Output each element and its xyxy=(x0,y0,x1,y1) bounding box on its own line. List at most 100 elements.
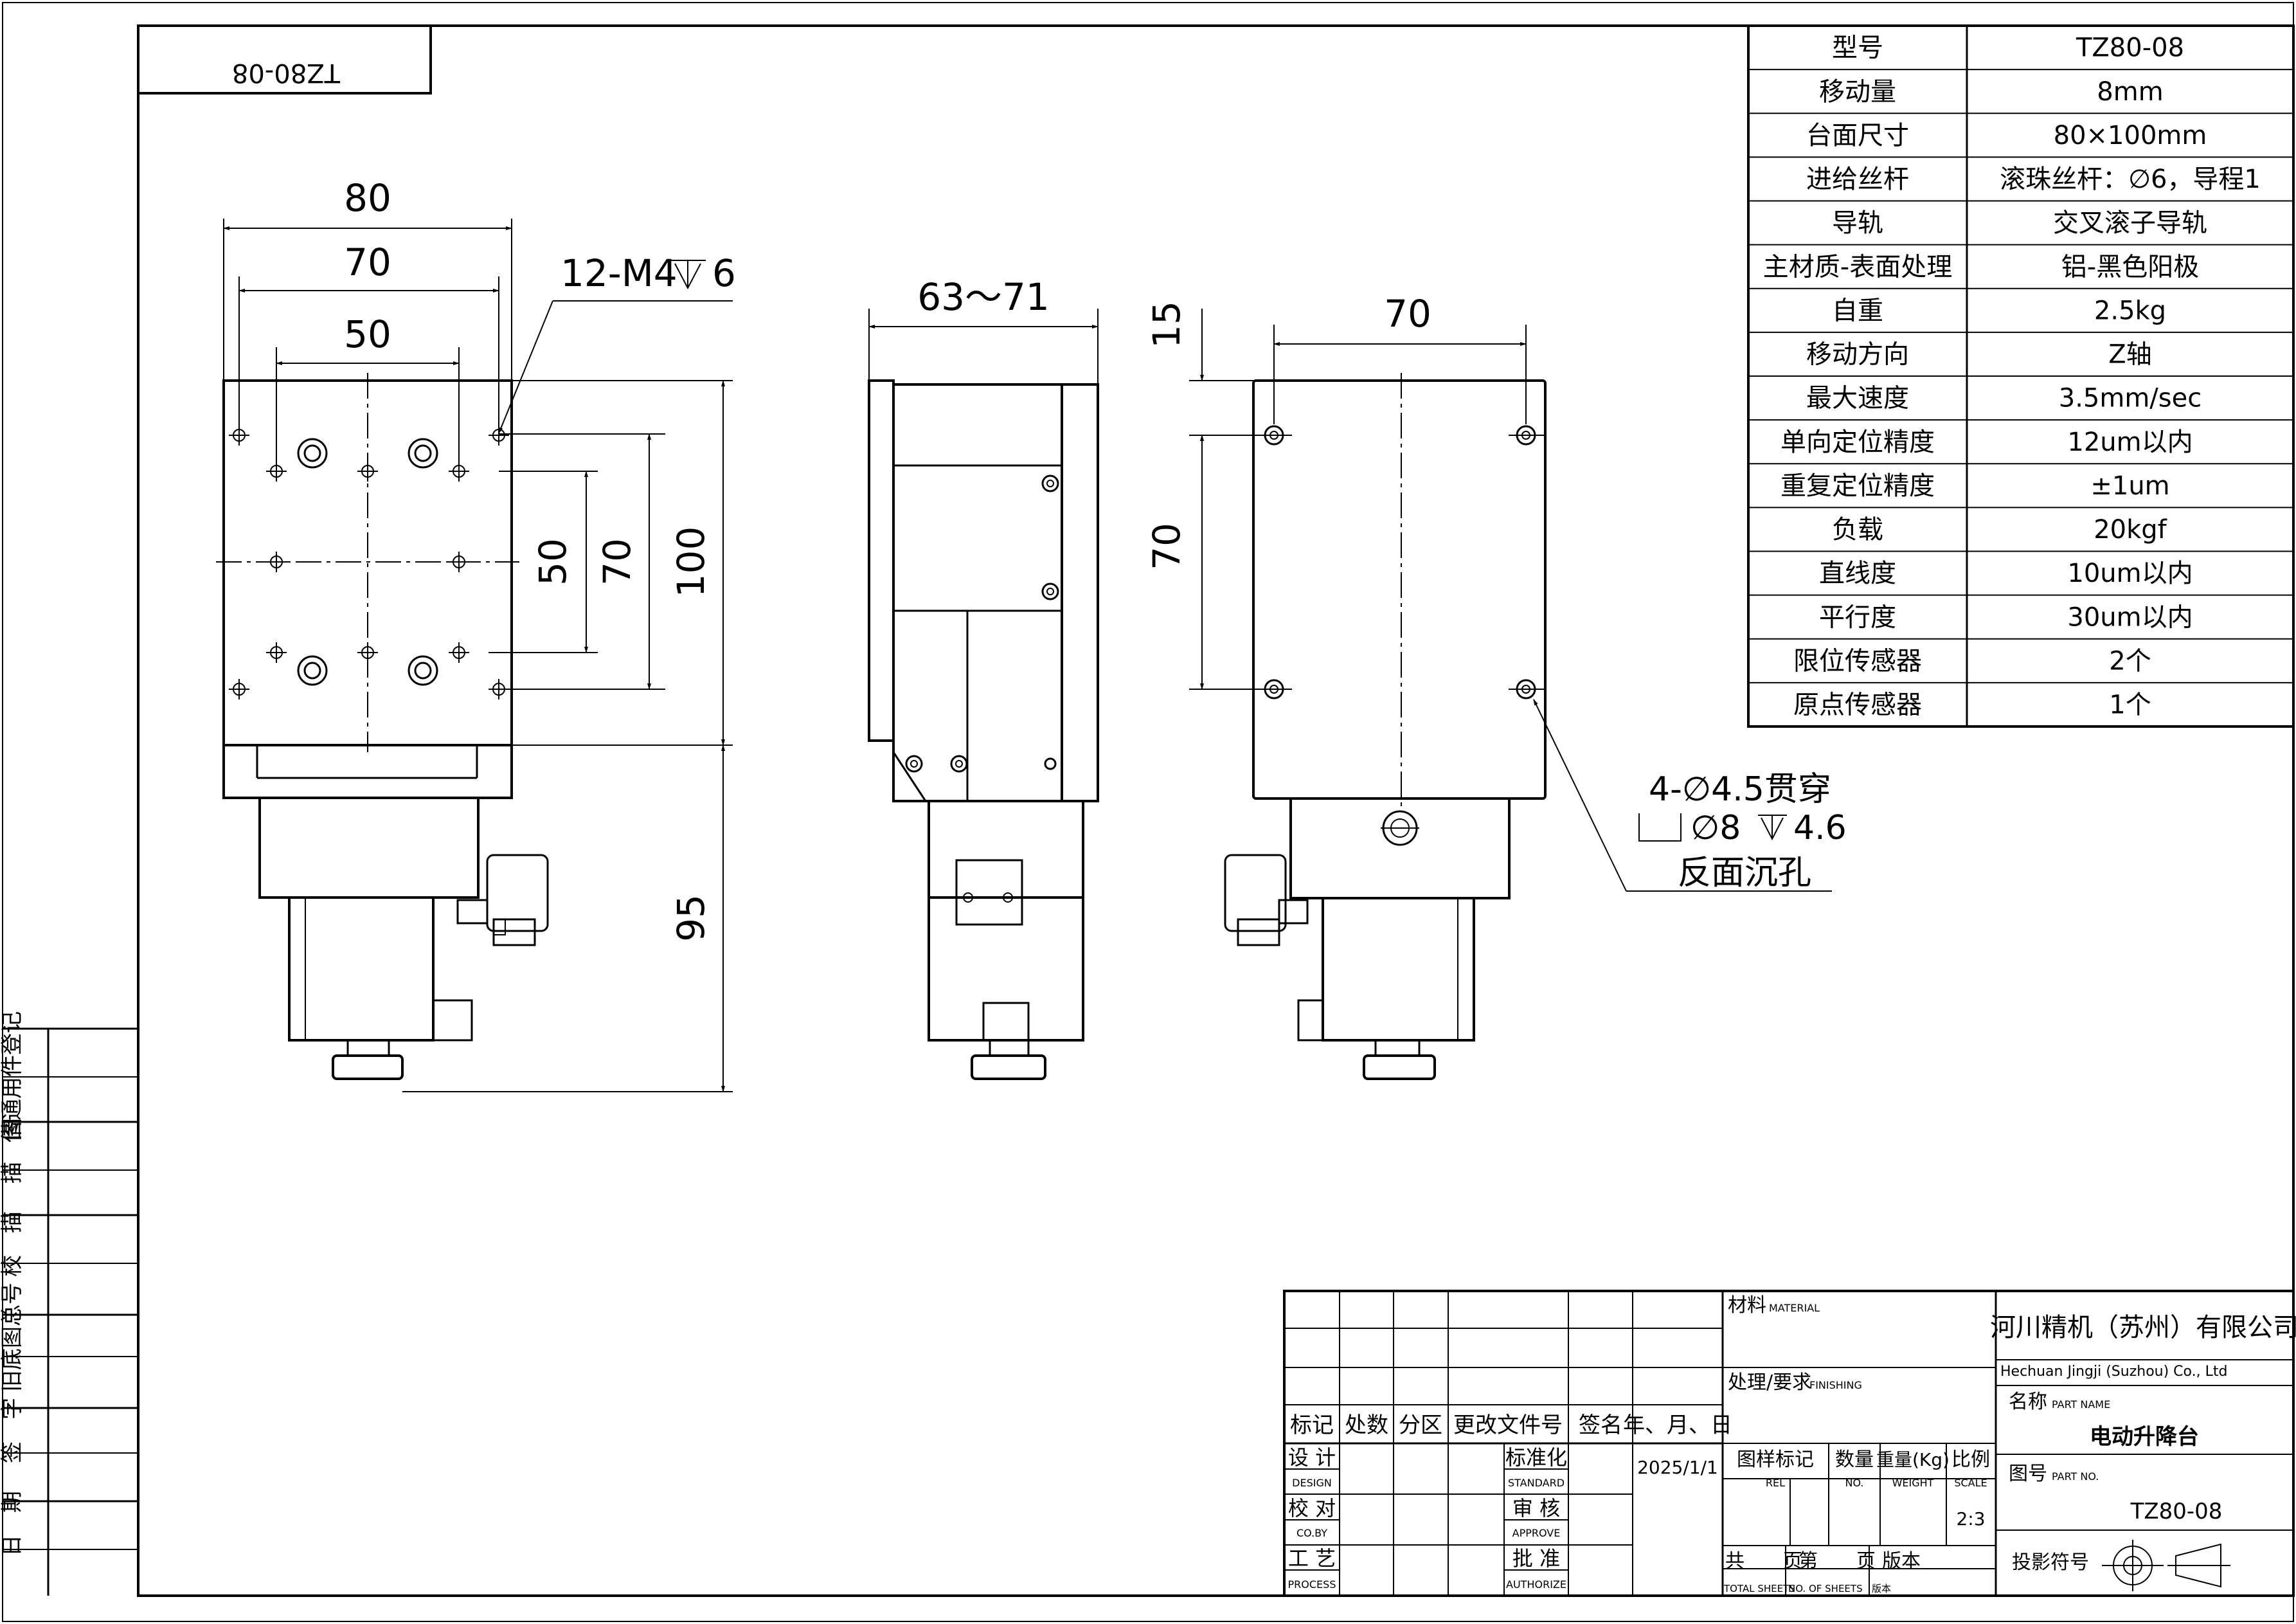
design-label-en: DESIGN xyxy=(1292,1477,1332,1489)
spec-value: 2.5kg xyxy=(2094,296,2166,325)
strip-label-trace: 描 图 xyxy=(0,1118,25,1184)
dim-front-v70: 70 xyxy=(595,538,639,586)
spec-name: 移动量 xyxy=(1819,77,1896,107)
spec-name: 单向定位精度 xyxy=(1780,428,1935,457)
spec-value: Z轴 xyxy=(2108,340,2151,370)
front-motor xyxy=(288,896,435,1042)
spec-name: 导轨 xyxy=(1832,208,1883,238)
rel-label-en: REL xyxy=(1766,1477,1785,1489)
part-no-label: 图号 xyxy=(2009,1463,2047,1485)
dim-back-70: 70 xyxy=(1384,292,1431,336)
rev-header-count: 处数 xyxy=(1345,1412,1388,1438)
part-name: 电动升降台 xyxy=(2090,1424,2199,1450)
side-base xyxy=(928,800,1084,899)
back-connector xyxy=(1224,854,1287,932)
back-plate xyxy=(1252,379,1547,800)
dim-front-v100: 100 xyxy=(669,527,713,598)
spec-value: 2个 xyxy=(2109,646,2151,676)
scale-label-en: SCALE xyxy=(1954,1477,1987,1489)
hole-note-reverse: 反面沉孔 xyxy=(1678,854,1811,892)
spec-name: 平行度 xyxy=(1819,602,1896,632)
depth-symbol-icon xyxy=(670,260,706,290)
scale-value: 2:3 xyxy=(1956,1508,1985,1529)
part-no-label-en: PART NO. xyxy=(2052,1470,2099,1483)
dim-side-height: 63～71 xyxy=(917,275,1050,319)
sheets-total-en: TOTAL SHEETS xyxy=(1723,1583,1795,1594)
approve-label: 审 核 xyxy=(1512,1496,1560,1520)
spec-name: 直线度 xyxy=(1819,559,1896,588)
spec-value: 10um以内 xyxy=(2067,559,2193,588)
qty-label: 数量 xyxy=(1835,1448,1874,1471)
spec-name: 移动方向 xyxy=(1806,340,1909,370)
title-block: 标记 处数 分区 更改文件号 签名 年、月、日 设 计 DESIGN 标准化 S… xyxy=(1283,1290,2296,1597)
side-knob xyxy=(971,1054,1046,1080)
rel-label: 图样标记 xyxy=(1737,1448,1814,1471)
dim-front-50: 50 xyxy=(344,312,391,356)
counterbore-icon xyxy=(1638,813,1682,842)
spec-value: 1个 xyxy=(2109,690,2151,720)
spec-name: 限位传感器 xyxy=(1793,646,1922,676)
left-strip: 借通用件登记 描 图 校 描 旧底图总号 签 字 日 期 xyxy=(0,1011,138,1596)
material-label: 材料 xyxy=(1728,1294,1766,1317)
thread-callout: 12-M4 xyxy=(561,251,677,295)
spec-value: 交叉滚子导轨 xyxy=(2053,208,2207,238)
hole-note-cbore-depth: 4.6 xyxy=(1793,809,1847,847)
company-name-en: Hechuan Jingji (Suzhou) Co., Ltd xyxy=(2000,1364,2227,1380)
spec-name: 原点传感器 xyxy=(1793,690,1922,720)
version-label-en: 版本 xyxy=(1872,1583,1891,1594)
spec-value: 滚珠丝杆：∅6，导程1 xyxy=(2000,165,2261,194)
front-connector xyxy=(486,854,549,932)
spec-value: 12um以内 xyxy=(2067,428,2193,457)
projection-symbol-icon xyxy=(2102,1540,2230,1591)
standard-label-en: STANDARD xyxy=(1508,1477,1565,1489)
dim-back-v15: 15 xyxy=(1145,301,1188,348)
thread-depth: 6 xyxy=(712,251,736,295)
version-label: 版本 xyxy=(1882,1550,1921,1573)
strip-label-date: 日 期 xyxy=(0,1491,25,1556)
approve-label-en: APPROVE xyxy=(1512,1527,1561,1539)
sheets-total: 共 页 xyxy=(1725,1550,1802,1573)
strip-label-reg: 借通用件登记 xyxy=(0,1011,25,1142)
side-top-plate xyxy=(868,379,895,742)
strip-label-old-no: 旧底图总号 xyxy=(0,1283,25,1392)
qty-label-en: NO. xyxy=(1845,1477,1864,1489)
spec-name: 自重 xyxy=(1832,296,1883,325)
check-label: 校 对 xyxy=(1288,1496,1336,1520)
projection-label: 投影符号 xyxy=(2012,1551,2089,1574)
depth-symbol-icon xyxy=(1758,815,1787,841)
spec-name: 最大速度 xyxy=(1806,384,1909,413)
spec-value: TZ80-08 xyxy=(2076,33,2184,63)
side-motor xyxy=(928,896,1084,1042)
weight-label-en: WEIGHT xyxy=(1892,1477,1934,1489)
side-view: 63～71 xyxy=(868,275,1099,1080)
front-base xyxy=(258,797,480,899)
dim-front-v95: 95 xyxy=(669,894,713,942)
spec-name: 进给丝杆 xyxy=(1806,165,1909,194)
back-knob xyxy=(1363,1054,1436,1080)
drawing-frame xyxy=(137,24,2295,1597)
strip-label-check: 校 描 xyxy=(0,1211,25,1277)
front-view: 80 70 50 12-M4 6 50 70 100 95 xyxy=(216,176,736,1092)
sheets-of-en: NO. OF SHEETS xyxy=(1788,1583,1863,1594)
side-carriage xyxy=(892,464,1063,612)
strip-label-sign: 签 字 xyxy=(0,1398,25,1463)
check-label-en: CO.BY xyxy=(1296,1527,1327,1539)
side-body xyxy=(892,383,1063,802)
rev-header-doc: 更改文件号 xyxy=(1453,1412,1563,1438)
dim-front-v50: 50 xyxy=(531,538,575,586)
spec-value: 20kgf xyxy=(2094,515,2167,545)
back-base xyxy=(1289,797,1511,899)
spec-name: 台面尺寸 xyxy=(1806,121,1909,150)
front-counterbore-holes xyxy=(297,438,438,686)
back-view: 70 15 70 4-∅4.5贯穿 ∅8 4.6 反面沉孔 xyxy=(1145,292,1847,1080)
spec-name: 负载 xyxy=(1832,515,1883,545)
authorize-label-en: AUTHORIZE xyxy=(1506,1578,1566,1591)
top-stamp: TZ80-08 xyxy=(138,26,432,95)
rev-header-zone: 分区 xyxy=(1399,1412,1442,1438)
spec-value: 80×100mm xyxy=(2054,121,2207,150)
spec-value: 8mm xyxy=(2097,77,2163,107)
part-name-label: 名称 xyxy=(2009,1391,2047,1413)
spec-value: 3.5mm/sec xyxy=(2059,384,2202,413)
material-label-en: MATERIAL xyxy=(1769,1302,1820,1314)
